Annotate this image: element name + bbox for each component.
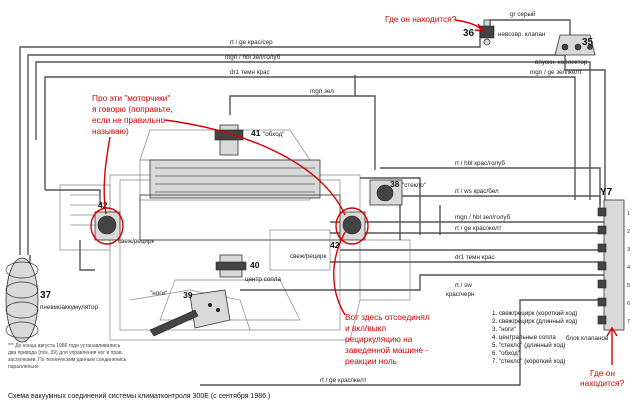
hose-label-mgn-hbl: mgn / hbl зел/голуб xyxy=(455,213,511,221)
valve-block-y7: 1 2 3 4 5 6 7 Y7 блок клапанов xyxy=(566,187,630,342)
hose-label-gr: gr серый xyxy=(510,10,536,18)
annotation-where-bottom-line-2: находится? xyxy=(580,378,625,388)
annotation-arrowhead-check-valve xyxy=(474,23,485,32)
footnote-line-4: параллельно xyxy=(8,364,39,370)
legend-item-4: 4. центральные сопла xyxy=(492,334,556,341)
annotation-where-top: Где он находится? xyxy=(385,14,457,24)
hose-label-mgn-ge: mgn / ge зел/желт xyxy=(530,69,582,76)
valve-port-2: 2 xyxy=(627,229,630,235)
valve-block-label: блок клапанов xyxy=(566,334,609,342)
defrost-actuator-38: 38 "стекло" xyxy=(369,179,426,206)
hose-label-rt-sw: rt / sw xyxy=(455,282,472,289)
annotation-arrow-motor-left xyxy=(103,136,111,215)
hose-label-rt-ge2: rt / ge крас/желт xyxy=(455,225,502,232)
footnote-line-2: два привода (поз. 39) для управления ног… xyxy=(8,350,123,356)
intake-manifold-35: 35 впускн. коллектор xyxy=(535,34,596,66)
check-valve-36-label: невозвр. клапан xyxy=(498,31,546,38)
heater-box xyxy=(139,159,341,241)
footnote-line-3: заслонками. По техническим данным соедин… xyxy=(8,357,127,363)
defrost-38-number: 38 xyxy=(390,179,400,189)
valve-ports: 1 2 3 4 5 6 7 xyxy=(597,207,630,325)
annotation-where-bottom-line-1: Где он xyxy=(590,368,615,378)
footnote-line-1: *** До конца августа 1986 года устанавли… xyxy=(8,343,121,349)
legend-item-1: 1. свеж/рецирк (короткий ход) xyxy=(492,310,577,317)
annotation-disconnect-line-5: реакции ноль xyxy=(345,356,397,366)
annotation-arrow-motor-right xyxy=(164,119,346,216)
intake-manifold-35-number: 35 xyxy=(582,37,594,48)
recirc-actuator-42-right: 42 свеж/рецирк xyxy=(290,211,366,260)
red-annotations: Где он находится? Про эти "моторчики" я … xyxy=(90,14,625,388)
hose-label-rt-sw2: крас/черн xyxy=(446,291,475,298)
annotation-disconnect-line-2: и вкл/выкл xyxy=(345,323,386,333)
annotation-disconnect-line-1: Вот здесь отсоединял xyxy=(345,312,430,322)
valve-port-4: 4 xyxy=(627,265,630,271)
annotation-arrow-disconnect xyxy=(333,231,346,316)
legend-item-5: 5. "стекло" (длинный ход) xyxy=(492,342,565,349)
bypass-41-label: "обход" xyxy=(263,130,285,138)
annotation-motors-line-3: если не правильно xyxy=(92,115,166,125)
check-valve-36: 36 невозвр. клапан xyxy=(463,19,546,46)
footwell-39-label: "ноги" xyxy=(150,290,167,297)
hose-label-mgn-hbl-top: mgn / hbl зел/голуб xyxy=(225,53,281,61)
hose-labels: gr серый rt / ge крас/сер mgn / hbl зел/… xyxy=(225,10,582,384)
annotation-motors-line-1: Про эти "моторчики" xyxy=(92,93,170,103)
legend-item-7: 7. "стекло" (короткий ход) xyxy=(492,358,565,365)
legend-item-6: 6. "обход" xyxy=(492,350,520,357)
port-legend: 1. свеж/рецирк (короткий ход) 2. свеж/ре… xyxy=(492,310,577,365)
reservoir-37-label: пневмоаккумулятор xyxy=(40,304,98,311)
annotation-arrowhead-valve-block xyxy=(606,326,618,337)
recirc-42-right-label: свеж/рецирк xyxy=(290,253,326,260)
intake-manifold-35-label: впускн. коллектор xyxy=(535,59,588,66)
hose-label-mgn-zel: mgn зел xyxy=(310,88,334,95)
annotation-motors-line-4: называю) xyxy=(92,126,129,136)
valve-port-1: 1 xyxy=(627,211,630,217)
center-vent-40-number: 40 xyxy=(250,260,260,270)
legend-item-2: 2. свеж/рецирк (длинный ход) xyxy=(492,318,577,325)
center-vent-40-label: центр сопла xyxy=(245,276,281,283)
diagram-caption: Схема вакуумных соединений системы клима… xyxy=(8,392,270,400)
recirc-42-left-label: свеж/рецирк xyxy=(118,238,154,245)
hose-label-rt-ge: rt / ge крас/сер xyxy=(230,39,273,46)
valve-block-number: Y7 xyxy=(600,187,613,198)
hose-label-rt-hbl: rt / hbl крас/голуб xyxy=(455,159,505,167)
center-vent-actuator-40: 40 центр сопла xyxy=(215,254,281,283)
vacuum-tubes xyxy=(19,19,606,386)
annotation-motors-line-2: я говорю (поправьте, xyxy=(92,104,173,114)
annotation-circle-left xyxy=(90,207,124,245)
bypass-41-number: 41 xyxy=(251,128,261,138)
legend-item-3: 3. "ноги" xyxy=(492,326,516,333)
defrost-38-label: "стекло" xyxy=(402,182,426,189)
footwell-39-number: 39 xyxy=(183,290,193,300)
hose-label-rt-ws: rt / ws крас/бел xyxy=(455,187,499,195)
footnote: *** До конца августа 1986 года устанавли… xyxy=(8,343,127,370)
valve-port-5: 5 xyxy=(627,283,630,289)
footwell-actuator-39: 39 "ноги" xyxy=(149,289,231,337)
hose-label-dr1-b: dr1 темн крас xyxy=(455,254,495,261)
valve-port-3: 3 xyxy=(627,247,630,253)
recirc-42-right-number: 42 xyxy=(330,240,340,250)
vacuum-reservoir-37: 37 пневмоаккумулятор xyxy=(5,257,98,343)
annotation-disconnect-line-4: заведенной машине - xyxy=(345,345,428,355)
hose-label-dr1: dr1 темн крас xyxy=(230,69,270,76)
hose-label-rt-ge-bottom: rt / ge крас/желт xyxy=(320,377,367,384)
recirc-actuator-42-left: 42 свеж/рецирк xyxy=(94,200,154,245)
valve-port-6: 6 xyxy=(627,301,630,307)
check-valve-36-number: 36 xyxy=(463,28,475,39)
recirc-42-left-number: 42 xyxy=(98,200,108,210)
annotation-disconnect-line-3: рециркуляцию на xyxy=(345,334,413,344)
reservoir-37-number: 37 xyxy=(40,290,52,301)
valve-port-7: 7 xyxy=(627,319,630,325)
annotation-circle-right xyxy=(335,207,369,245)
